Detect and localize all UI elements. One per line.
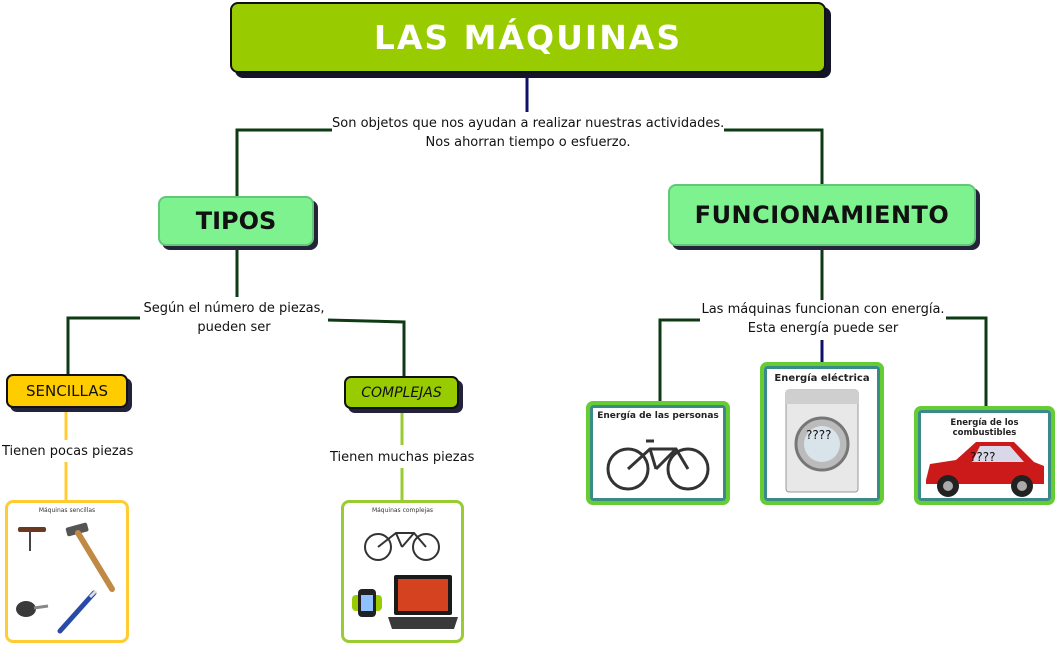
funcionamiento-criterion: Las máquinas funcionan con energía. Esta…: [700, 300, 946, 338]
energy-label-combustibles: Energía de los combustibles: [950, 418, 1019, 438]
hammer-icon: [65, 522, 115, 592]
complejas-image-card[interactable]: Máquinas complejas: [341, 500, 464, 643]
bicycle-icon: [364, 532, 440, 561]
tipos-node[interactable]: TIPOS: [158, 196, 314, 246]
sencillas-label: SENCILLAS: [26, 382, 108, 400]
definition-text: Son objetos que nos ayudan a realizar nu…: [332, 114, 724, 152]
car-icon: [926, 442, 1044, 497]
complejas-description: Tienen muchas piezas: [330, 448, 475, 467]
title-node[interactable]: LAS MÁQUINAS: [230, 2, 826, 73]
energy-label-electrica: Energía eléctrica: [774, 373, 870, 384]
complejas-label: COMPLEJAS: [361, 384, 442, 401]
funcionamiento-node[interactable]: FUNCIONAMIENTO: [668, 184, 976, 246]
pen-icon: [57, 589, 98, 634]
funcionamiento-criterion-line-1: Las máquinas funcionan con energía.: [701, 302, 945, 317]
sencillas-description: Tienen pocas piezas: [2, 442, 134, 461]
energy-card-electrica[interactable]: Energía eléctrica ????: [760, 362, 884, 505]
energy-label-personas: Energía de las personas: [597, 411, 719, 421]
complex-machines-illustration: [352, 532, 458, 629]
definition-line-2: Nos ahorran tiempo o esfuerzo.: [425, 135, 631, 150]
bottle-opener-icon: [16, 601, 49, 617]
funcionamiento-label: FUNCIONAMIENTO: [694, 201, 950, 229]
sencillas-card-caption: Máquinas sencillas: [38, 507, 96, 514]
energy-mark-combustibles: ????: [970, 450, 996, 464]
title-text: LAS MÁQUINAS: [373, 18, 683, 57]
funcionamiento-criterion-line-2: Esta energía puede ser: [747, 321, 899, 336]
sencillas-node[interactable]: SENCILLAS: [6, 374, 128, 408]
watch-icon: [352, 589, 382, 617]
tipos-label: TIPOS: [195, 207, 277, 235]
simple-machines-illustration: [16, 522, 115, 634]
tipos-criterion: Según el número de piezas, pueden ser: [140, 299, 328, 337]
corkscrew-icon: [18, 527, 46, 551]
energy-mark-electrica: ????: [806, 428, 832, 442]
energy-card-personas[interactable]: Energía de las personas: [586, 401, 730, 505]
tipos-criterion-line-2: pueden ser: [197, 320, 271, 335]
washing-machine-icon: [785, 389, 859, 493]
energy-card-combustibles[interactable]: Energía de los combustibles ????: [914, 406, 1055, 505]
sencillas-image-card[interactable]: Máquinas sencillas: [5, 500, 129, 643]
laptop-icon: [388, 575, 458, 629]
bicycle-icon: [606, 439, 710, 491]
tipos-criterion-line-1: Según el número de piezas,: [143, 301, 325, 316]
definition-line-1: Son objetos que nos ayudan a realizar nu…: [332, 116, 725, 131]
complejas-card-caption: Máquinas complejas: [371, 507, 434, 514]
complejas-node[interactable]: COMPLEJAS: [344, 376, 459, 409]
